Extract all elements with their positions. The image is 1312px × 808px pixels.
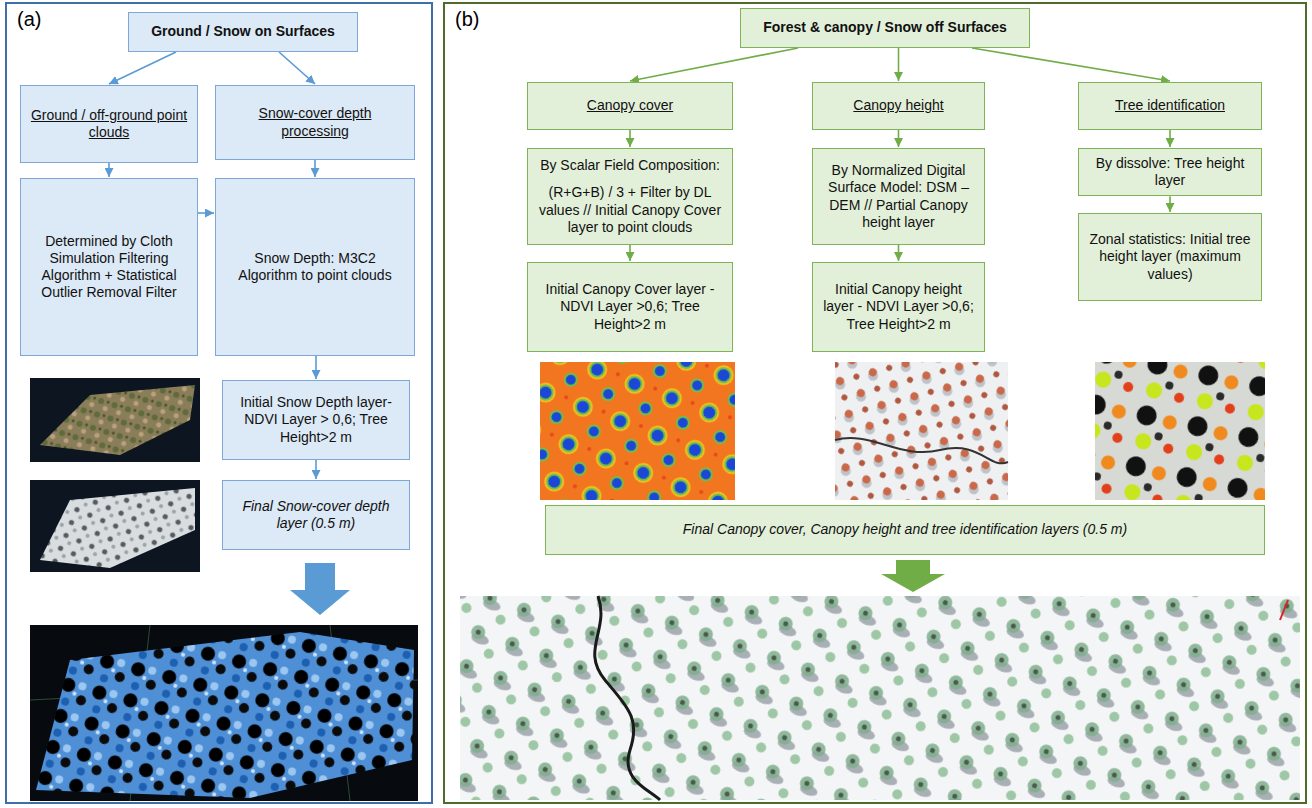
process-box: Snow Depth: M3C2 Algorithm to point clou… xyxy=(215,178,415,356)
flow-arrow xyxy=(198,212,214,214)
flow-arrow xyxy=(315,356,317,379)
flow-arrow xyxy=(279,52,315,84)
flow-arrow xyxy=(108,163,110,177)
box-text: Initial Canopy Cover layer - NDVI Layer … xyxy=(536,281,724,332)
snow-depth-map xyxy=(36,632,414,798)
flow-arrow xyxy=(629,130,631,147)
box-text: By dissolve: Tree height layer xyxy=(1087,155,1253,189)
box-text: Final Snow-cover depth layer (0.5 m) xyxy=(231,498,401,532)
box-text: By Normalized Digital Surface Model: DSM… xyxy=(821,162,976,230)
point-cloud-image xyxy=(30,378,200,462)
flow-arrow xyxy=(315,460,317,479)
flow-arrow xyxy=(630,48,798,81)
box-text: Determined by Cloth Simulation Filtering… xyxy=(29,233,189,301)
flow-arrow xyxy=(314,160,316,177)
box-text: Zonal statistics: Initial tree height la… xyxy=(1087,231,1253,282)
panel-frame: Forest & canopy / Snow off SurfacesCanop… xyxy=(443,2,1307,804)
process-box: Snow-cover depth processing xyxy=(215,85,415,160)
box-text: Ground / off-ground point clouds xyxy=(29,107,189,141)
point-cloud-image xyxy=(30,480,200,572)
box-text: By Scalar Field Composition: xyxy=(540,157,720,174)
process-box: By dissolve: Tree height layer xyxy=(1078,148,1262,196)
process-box: By Scalar Field Composition: (R+G+B) / 3 … xyxy=(527,148,733,245)
flow-arrow xyxy=(972,48,1170,81)
flow-arrow xyxy=(109,52,176,84)
process-box: Forest & canopy / Snow off Surfaces xyxy=(740,8,1030,48)
boundary-mark xyxy=(1280,600,1288,620)
box-text: Initial Snow Depth layer- NDVI Layer > 0… xyxy=(231,394,401,445)
process-box: Ground / Snow on Surfaces xyxy=(128,12,358,52)
process-box: Tree identification xyxy=(1078,82,1262,130)
point-cloud-terrain xyxy=(40,385,195,455)
flow-arrow xyxy=(898,48,900,81)
box-text: Tree identification xyxy=(1115,97,1225,114)
flow-arrow xyxy=(1169,196,1171,212)
canopy-height-image xyxy=(835,362,1008,500)
box-text: Initial Canopy height layer - NDVI Layer… xyxy=(821,281,976,332)
box-text: (R+G+B) / 3 + Filter by DL values // Ini… xyxy=(536,184,724,235)
process-box: Canopy height xyxy=(812,82,985,130)
process-box: Final Snow-cover depth layer (0.5 m) xyxy=(222,480,410,550)
flow-arrow xyxy=(898,245,900,261)
process-box: Final Canopy cover, Canopy height and tr… xyxy=(545,505,1265,555)
flow-arrow xyxy=(898,130,900,147)
stream-line xyxy=(595,596,660,800)
point-cloud-snow xyxy=(40,488,195,568)
process-box: Canopy cover xyxy=(527,82,733,130)
box-text: Snow-cover depth processing xyxy=(224,105,406,139)
process-box: Initial Snow Depth layer- NDVI Layer > 0… xyxy=(222,380,410,460)
panel-label: (a) xyxy=(17,8,41,31)
stream-line xyxy=(835,438,1008,463)
block-arrow xyxy=(881,560,945,592)
snow-depth-image xyxy=(30,625,418,801)
process-box: Ground / off-ground point clouds xyxy=(20,85,198,163)
process-box: Initial Canopy Cover layer - NDVI Layer … xyxy=(527,262,733,352)
process-box: Determined by Cloth Simulation Filtering… xyxy=(20,178,198,356)
box-text: Ground / Snow on Surfaces xyxy=(151,23,335,40)
final-layers-image xyxy=(460,596,1300,800)
block-arrow xyxy=(290,563,350,615)
panel-label: (b) xyxy=(455,8,479,31)
box-text: Forest & canopy / Snow off Surfaces xyxy=(763,19,1007,36)
tree-id-image xyxy=(1095,362,1265,500)
box-text: Canopy height xyxy=(853,97,943,114)
flow-arrow xyxy=(629,245,631,261)
box-text: Canopy cover xyxy=(587,97,673,114)
process-box: By Normalized Digital Surface Model: DSM… xyxy=(812,148,985,245)
flow-arrow xyxy=(1169,130,1171,147)
process-box: Zonal statistics: Initial tree height la… xyxy=(1078,213,1262,301)
process-box: Initial Canopy height layer - NDVI Layer… xyxy=(812,262,985,352)
canopy-cover-image xyxy=(540,362,735,500)
box-text: Final Canopy cover, Canopy height and tr… xyxy=(683,521,1127,538)
panel-frame: Ground / Snow on SurfacesGround / off-gr… xyxy=(5,2,433,804)
box-text: Snow Depth: M3C2 Algorithm to point clou… xyxy=(224,250,406,284)
